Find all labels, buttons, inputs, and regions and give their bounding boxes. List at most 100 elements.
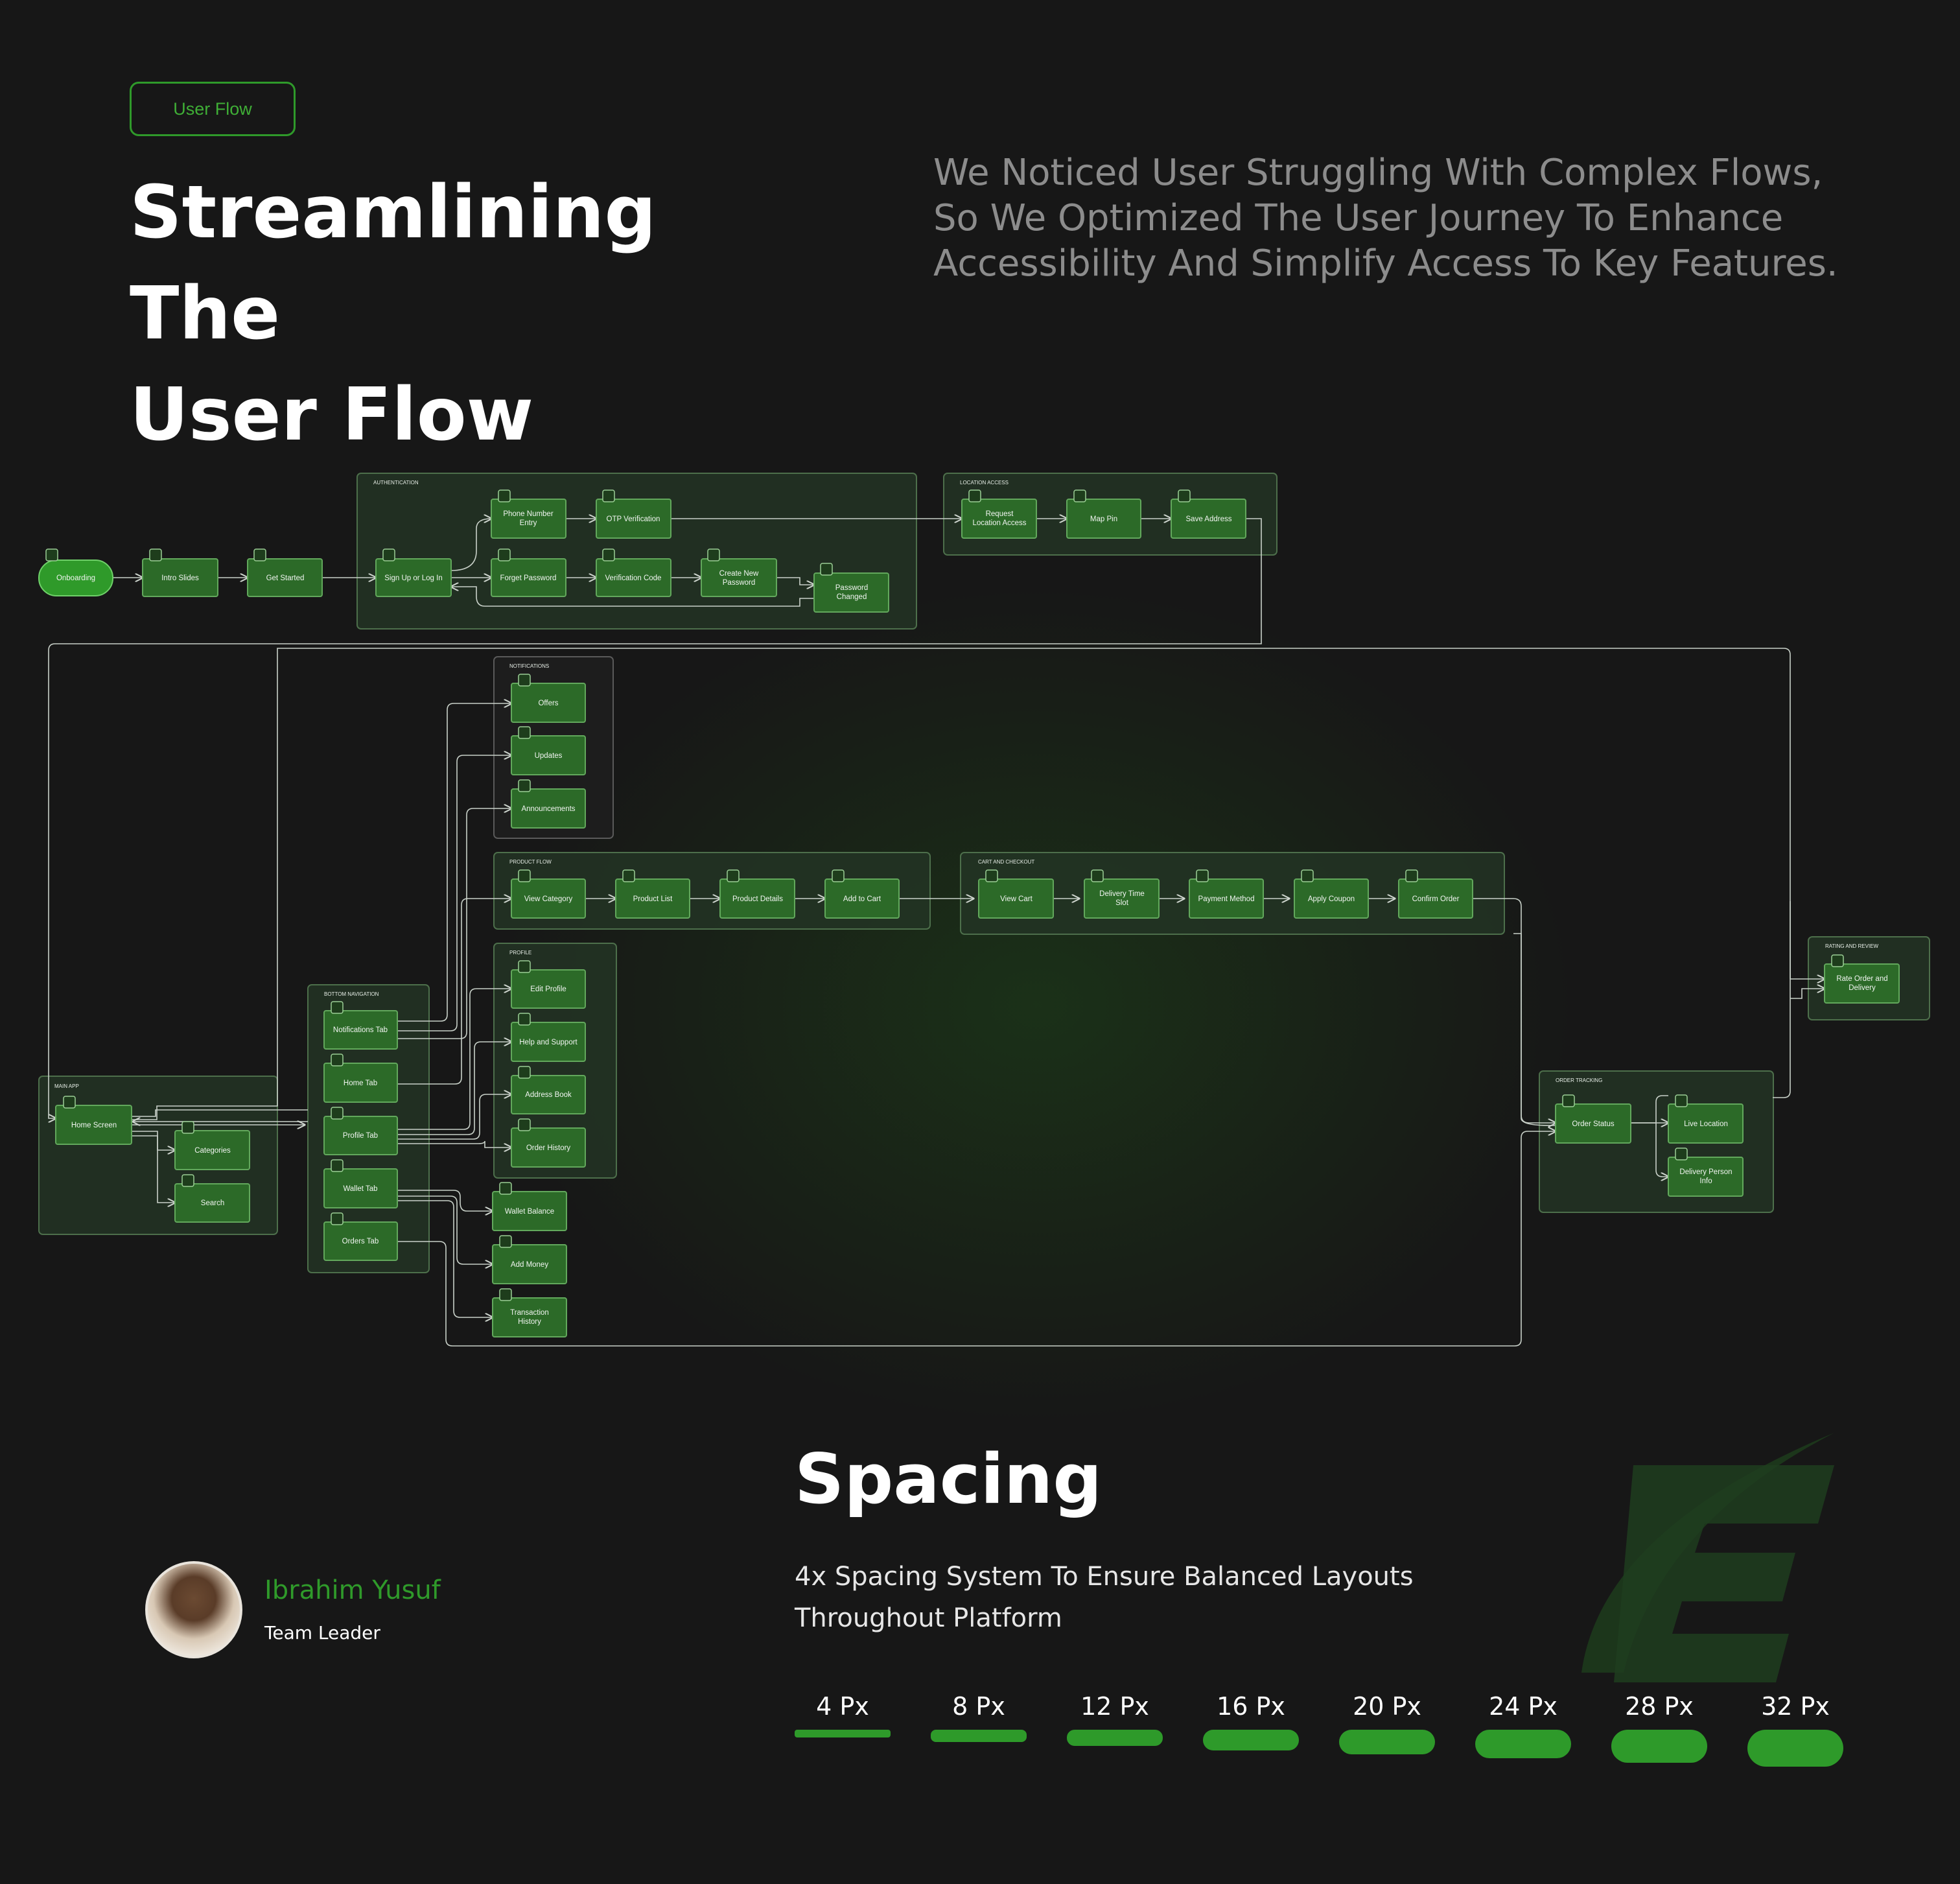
node-wallet-balance-label: Wallet Balance <box>505 1208 554 1216</box>
node-phone-entry-label-1: Phone Number <box>503 510 554 518</box>
node-rate-order-delivery[interactable]: Rate Order and Delivery <box>1824 954 1900 1004</box>
spacing-description-line1: 4x Spacing System To Ensure Balanced Lay… <box>795 1562 1414 1592</box>
spacing-scale-label: 12 Px <box>1080 1692 1149 1721</box>
spacing-title: Spacing <box>795 1439 1102 1519</box>
node-announcements-label: Announcements <box>521 805 575 813</box>
spacing-scale-bar <box>1475 1730 1571 1759</box>
node-forget-password[interactable]: Forget Password <box>491 548 566 597</box>
node-delivery-person-label-1: Delivery Person <box>1679 1168 1732 1176</box>
spacing-scale-bar <box>1611 1730 1707 1763</box>
node-map-pin-label: Map Pin <box>1090 515 1117 523</box>
node-home-tab[interactable]: Home Tab <box>323 1054 398 1103</box>
spacing-scale-item: 28 Px <box>1611 1692 1707 1763</box>
node-search[interactable]: Search <box>174 1174 250 1223</box>
node-payment-method-label: Payment Method <box>1198 895 1255 903</box>
node-profile-tab-label: Profile Tab <box>343 1132 378 1140</box>
node-map-pin[interactable]: Map Pin <box>1066 489 1141 539</box>
node-wallet-tab[interactable]: Wallet Tab <box>323 1159 398 1208</box>
node-view-cart-label: View Cart <box>1000 895 1032 903</box>
node-transaction-history-label-1: Transaction <box>510 1309 549 1317</box>
node-confirm-order-label: Confirm Order <box>1412 895 1460 903</box>
node-add-money[interactable]: Add Money <box>492 1235 567 1284</box>
node-order-history-label: Order History <box>526 1144 571 1152</box>
page-title: Streamlining The User Flow <box>130 162 778 465</box>
node-profile-tab[interactable]: Profile Tab <box>323 1107 398 1155</box>
node-add-to-cart[interactable]: Add to Cart <box>824 869 900 919</box>
spacing-scale-item: 16 Px <box>1203 1692 1299 1750</box>
node-order-history[interactable]: Order History <box>511 1118 586 1168</box>
group-order-tracking-label: ORDER TRACKING <box>1556 1077 1602 1083</box>
node-view-cart[interactable]: View Cart <box>978 869 1054 919</box>
node-offers-label: Offers <box>538 700 558 707</box>
node-create-password-label-1: Create New <box>719 570 759 578</box>
spacing-scale-label: 28 Px <box>1625 1692 1694 1721</box>
node-phone-number-entry[interactable]: Phone Number Entry <box>491 489 566 539</box>
node-delivery-person-label-2: Info <box>1699 1177 1712 1185</box>
spacing-scale-item: 8 Px <box>931 1692 1027 1742</box>
node-announcements[interactable]: Announcements <box>511 779 586 829</box>
node-sign-up-log-in[interactable]: Sign Up or Log In <box>375 548 452 597</box>
node-orders-tab[interactable]: Orders Tab <box>323 1212 398 1261</box>
node-notifications-tab[interactable]: Notifications Tab <box>323 1001 398 1050</box>
node-live-location[interactable]: Live Location <box>1668 1094 1744 1144</box>
spacing-scale-bar <box>1339 1730 1435 1754</box>
node-view-category[interactable]: View Category <box>511 869 586 919</box>
node-wallet-balance[interactable]: Wallet Balance <box>492 1182 567 1231</box>
node-save-address[interactable]: Save Address <box>1171 489 1246 539</box>
node-confirm-order[interactable]: Confirm Order <box>1398 869 1473 919</box>
node-product-list-label: Product List <box>633 895 673 903</box>
spacing-scale-label: 24 Px <box>1489 1692 1558 1721</box>
page-description-line3: Accessibility And Simplify Access To Key… <box>933 242 1838 285</box>
spacing-scale-bar <box>1203 1730 1299 1750</box>
node-password-changed[interactable]: Password Changed <box>813 563 889 613</box>
node-product-details[interactable]: Product Details <box>719 869 795 919</box>
flow-connectors <box>48 519 1825 1347</box>
node-home-screen-label: Home Screen <box>71 1122 117 1129</box>
node-verification-code[interactable]: Verification Code <box>596 548 671 597</box>
node-product-list[interactable]: Product List <box>615 869 690 919</box>
node-rate-order-label-2: Delivery <box>1849 984 1876 992</box>
spacing-scale-item: 24 Px <box>1475 1692 1571 1759</box>
node-help-and-support[interactable]: Help and Support <box>511 1013 586 1062</box>
node-home-screen[interactable]: Home Screen <box>55 1096 132 1145</box>
node-otp-verification[interactable]: OTP Verification <box>596 489 671 539</box>
node-address-book-label: Address Book <box>525 1091 572 1099</box>
node-create-password-label-2: Password <box>723 579 756 587</box>
node-updates-label: Updates <box>535 752 563 760</box>
node-help-support-label: Help and Support <box>519 1039 578 1046</box>
node-request-location-access[interactable]: Request Location Access <box>961 489 1037 539</box>
spacing-scale-item: 20 Px <box>1339 1692 1435 1754</box>
node-rate-order-label-1: Rate Order and <box>1836 975 1887 983</box>
node-transaction-history-label-2: History <box>518 1318 541 1326</box>
node-order-status[interactable]: Order Status <box>1555 1094 1631 1144</box>
page-description: We Noticed User Struggling With Complex … <box>933 150 1854 287</box>
node-transaction-history[interactable]: Transaction History <box>492 1288 567 1337</box>
node-delivery-time-slot[interactable]: Delivery Time Slot <box>1084 869 1160 919</box>
node-search-label: Search <box>201 1199 224 1207</box>
group-product-flow: PRODUCT FLOW <box>493 852 931 930</box>
node-apply-coupon-label: Apply Coupon <box>1308 895 1355 903</box>
node-phone-entry-label-2: Entry <box>520 519 537 527</box>
avatar <box>145 1561 242 1658</box>
group-authentication-label: AUTHENTICATION <box>373 480 419 486</box>
spacing-scale-bar <box>1747 1730 1843 1767</box>
node-intro-slides[interactable]: Intro Slides <box>142 548 218 597</box>
author-name: Ibrahim Yusuf <box>264 1575 441 1605</box>
node-edit-profile[interactable]: Edit Profile <box>511 960 586 1009</box>
node-categories[interactable]: Categories <box>174 1121 250 1170</box>
node-onboarding[interactable]: Onboarding <box>38 548 113 596</box>
node-updates[interactable]: Updates <box>511 726 586 775</box>
node-create-new-password[interactable]: Create New Password <box>701 548 777 597</box>
node-address-book[interactable]: Address Book <box>511 1066 586 1114</box>
node-password-changed-label-1: Password <box>835 584 869 592</box>
group-profile-label: PROFILE <box>509 950 531 956</box>
spacing-scale-label: 4 Px <box>816 1692 869 1721</box>
node-get-started[interactable]: Get Started <box>247 548 323 597</box>
node-delivery-person-info[interactable]: Delivery Person Info <box>1668 1148 1744 1197</box>
node-apply-coupon[interactable]: Apply Coupon <box>1294 869 1369 919</box>
node-payment-method[interactable]: Payment Method <box>1189 869 1264 919</box>
node-add-money-label: Add Money <box>511 1261 548 1269</box>
page-title-line1: Streamlining The <box>130 171 657 356</box>
node-offers[interactable]: Offers <box>511 674 586 723</box>
